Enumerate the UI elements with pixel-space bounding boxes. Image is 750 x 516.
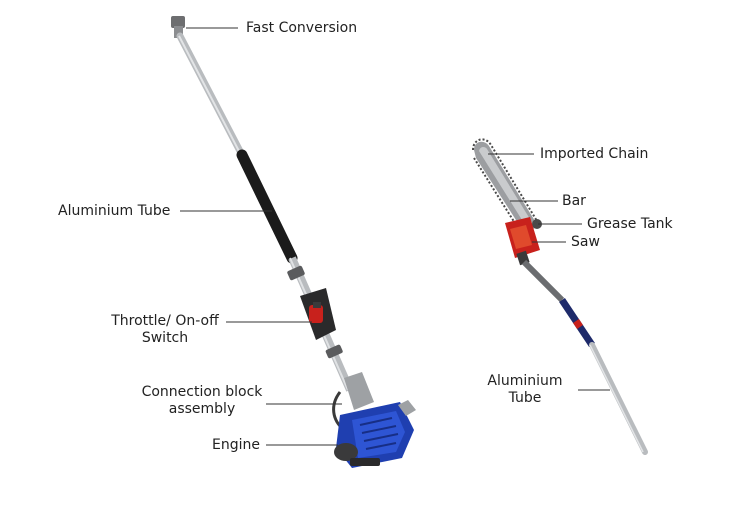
label-aluminium-right-line2: Tube	[508, 390, 542, 406]
label-connection-line2: assembly	[168, 401, 236, 417]
label-engine: Engine	[212, 437, 260, 453]
fast-conversion-coupler	[171, 16, 185, 38]
label-imported-chain: Imported Chain	[540, 146, 649, 162]
foam-grip-sleeve	[236, 149, 298, 264]
label-fast-conversion: Fast Conversion	[246, 20, 358, 36]
power-head-unit	[171, 16, 416, 468]
throttle-handle	[300, 288, 336, 340]
label-connection-block: Connection block assembly	[138, 384, 266, 418]
label-connection-line1: Connection block	[141, 384, 263, 400]
label-aluminium-right-line1: Aluminium	[487, 373, 563, 389]
saw-shaft-upper	[521, 259, 565, 303]
label-throttle-line1: Throttle/ On-off	[111, 313, 219, 329]
label-aluminium-tube-right: Aluminium Tube	[478, 373, 572, 407]
engine	[334, 400, 416, 468]
label-aluminium-tube-left: Aluminium Tube	[58, 203, 171, 219]
saw-aluminium-tube	[589, 342, 648, 455]
label-saw: Saw	[571, 234, 600, 250]
label-throttle-line2: Switch	[141, 330, 189, 346]
leader-lines	[180, 27, 610, 446]
label-grease-tank: Grease Tank	[587, 216, 673, 232]
pole-saw-unit	[472, 138, 648, 455]
label-bar: Bar	[562, 193, 586, 209]
grease-tank	[532, 219, 542, 229]
label-throttle-switch: Throttle/ On-off Switch	[106, 313, 224, 347]
